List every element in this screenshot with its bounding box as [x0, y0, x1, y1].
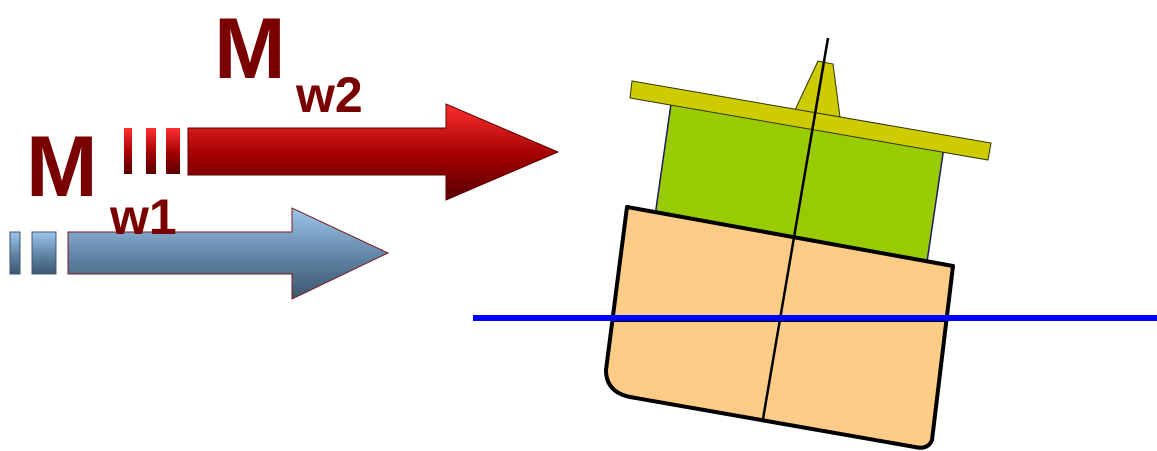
wind-moment-arrow-w1 [9, 207, 390, 300]
arrow-w2-body [187, 103, 560, 201]
deck-plate [629, 80, 992, 161]
arrow-w2-dash-2 [146, 128, 156, 174]
label-m-w2-subscript: w2 [295, 67, 363, 123]
arrow-w1-body [67, 207, 390, 300]
arrow-w1-dash-1 [9, 231, 21, 275]
arrow-w2-dash-1 [124, 128, 132, 174]
label-m-w2-main: M [214, 1, 286, 97]
label-m-w1-subscript: w1 [109, 189, 177, 245]
ship-centerline [761, 37, 830, 420]
label-m-w1-main: M [26, 119, 98, 215]
arrow-w1-dash-2 [31, 231, 57, 275]
arrow-w2-dash-3 [166, 128, 180, 174]
label-m-w2: M w2 [214, 1, 363, 123]
mast-fin [794, 60, 841, 118]
label-m-w1: M w1 [26, 119, 177, 245]
wind-moment-arrow-w2 [124, 103, 560, 201]
ship-cross-section [604, 37, 992, 450]
